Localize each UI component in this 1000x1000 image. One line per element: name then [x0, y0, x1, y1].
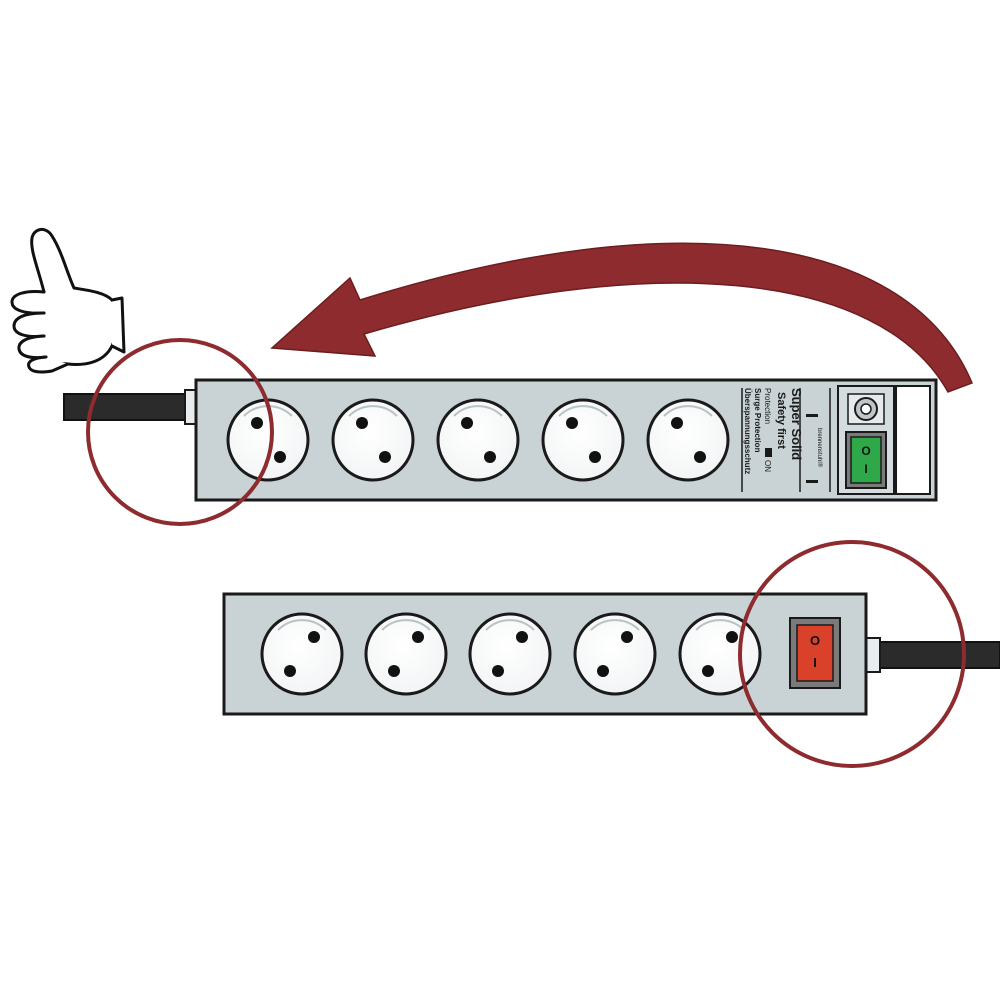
- label-ueberspannungsschutz: Überspannungsschutz: [743, 388, 752, 474]
- switch-off-mark-red: O: [810, 633, 820, 648]
- switch-on-mark: I: [864, 462, 867, 476]
- label-protection: Protection: [763, 388, 772, 424]
- brand-label: brennenstuhl®: [816, 428, 823, 468]
- top-strip-power-switch[interactable]: O I: [845, 431, 887, 489]
- switch-on-mark-red: I: [813, 655, 817, 670]
- top-strip-label-panel: Super Solid Safety first Protection ON S…: [741, 388, 831, 492]
- thumbs-up-icon: [10, 228, 126, 374]
- bottom-strip-socket-3: [468, 612, 552, 696]
- label-super-solid: Super Solid: [789, 388, 804, 460]
- bottom-strip-socket-1: [260, 612, 344, 696]
- curved-arrow-icon: [270, 242, 973, 393]
- top-strip-socket-1: [226, 398, 310, 482]
- bottom-strip-socket-2: [364, 612, 448, 696]
- bottom-strip-socket-4: [573, 612, 657, 696]
- highlight-circle-top: [86, 338, 274, 526]
- label-surge-protection: Surge Protection: [753, 388, 762, 453]
- switch-off-mark: O: [861, 444, 870, 458]
- top-strip-cable: [63, 393, 189, 421]
- top-strip-socket-5: [646, 398, 730, 482]
- top-power-strip: Super Solid Safety first Protection ON S…: [63, 338, 938, 526]
- reset-button[interactable]: [847, 393, 885, 425]
- bottom-strip-power-switch[interactable]: O I: [789, 617, 841, 689]
- top-strip-control-panel: O I: [837, 385, 931, 495]
- top-strip-socket-3: [436, 398, 520, 482]
- bottom-strip-cable: [877, 641, 1000, 669]
- label-safety-first: Safety first: [775, 392, 787, 449]
- highlight-circle-bottom: [738, 540, 966, 768]
- bottom-strip-cable-collar: [865, 637, 881, 673]
- bottom-power-strip: O I: [222, 540, 1000, 768]
- label-on: ON: [763, 460, 772, 472]
- top-strip-socket-2: [331, 398, 415, 482]
- top-strip-socket-4: [541, 398, 625, 482]
- bottom-strip-socket-5: [678, 612, 762, 696]
